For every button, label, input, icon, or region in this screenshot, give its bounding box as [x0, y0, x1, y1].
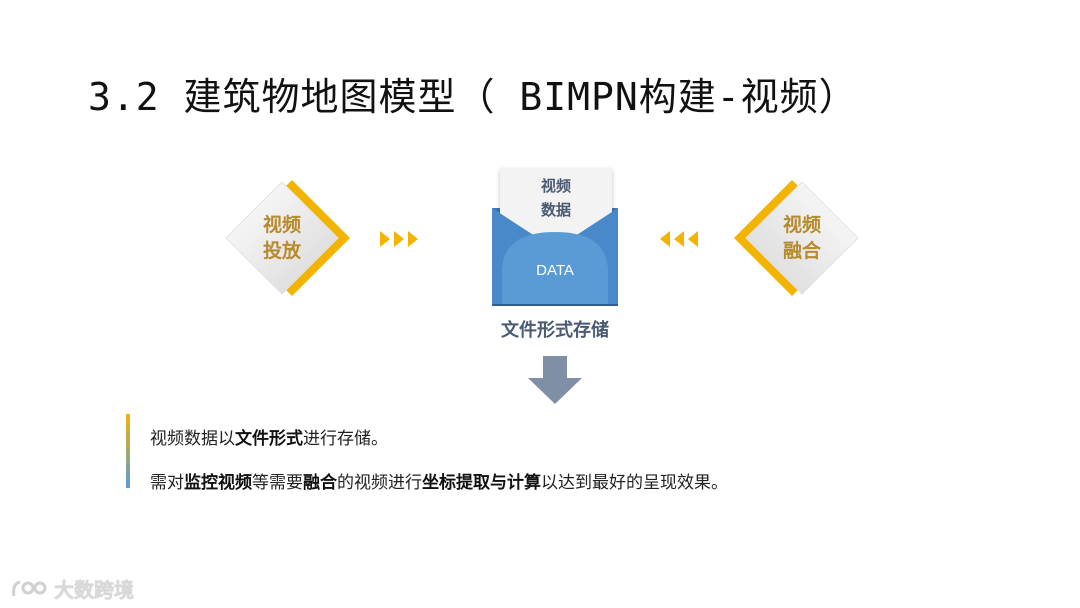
- envelope-front: [492, 208, 618, 304]
- arrow-right-icon: [408, 231, 418, 247]
- bullet-line-2: 需对监控视频等需要融合的视频进行坐标提取与计算以达到最好的呈现效果。: [150, 468, 728, 493]
- arrows-right: [380, 231, 418, 247]
- arrow-left-icon: [688, 231, 698, 247]
- bullet-text: 以达到最好的呈现效果。: [541, 473, 728, 493]
- data-envelope: 视频 数据 DATA: [490, 168, 620, 308]
- bullet-text: 等需要: [252, 473, 303, 493]
- video-delivery-node: 视频 投放: [216, 168, 356, 308]
- arrow-left-icon: [674, 231, 684, 247]
- right-node-line2: 融合: [782, 240, 821, 262]
- bullet-text: 需对: [150, 473, 184, 493]
- accent-bar: [126, 414, 130, 488]
- page-title: 3.2 建筑物地图模型（ BIMPN构建-视频）: [88, 75, 858, 119]
- right-node-line1: 视频: [782, 214, 821, 236]
- bullet-emphasis: 监控视频: [184, 473, 252, 493]
- bullet-text: 进行存储。: [303, 429, 388, 449]
- watermark: 大数跨境: [10, 574, 134, 603]
- bullet-text: 视频数据以: [150, 429, 235, 449]
- bullet-line-1: 视频数据以文件形式进行存储。: [150, 424, 388, 449]
- bullet-emphasis: 坐标提取与计算: [422, 473, 541, 493]
- watermark-logo-icon: [12, 580, 47, 596]
- left-node-line2: 投放: [262, 240, 301, 262]
- arrow-left-icon: [660, 231, 670, 247]
- watermark-text: 大数跨境: [54, 578, 134, 602]
- down-arrow-icon: [528, 356, 582, 404]
- envelope-card-line1: 视频: [540, 177, 571, 195]
- store-label: 文件形式存储: [501, 320, 609, 341]
- arrows-left: [660, 231, 698, 247]
- bullet-text: 的视频进行: [337, 473, 422, 493]
- video-fusion-node: 视频 融合: [728, 168, 868, 308]
- bullet-emphasis: 融合: [303, 473, 337, 493]
- arrow-right-icon: [380, 231, 390, 247]
- diamond-right-shape: [734, 180, 859, 296]
- envelope-data-label: DATA: [536, 262, 574, 279]
- bullet-emphasis: 文件形式: [235, 429, 303, 449]
- arrow-right-icon: [394, 231, 404, 247]
- diamond-left-shape: [225, 180, 350, 296]
- envelope-card-line2: 数据: [540, 201, 571, 219]
- left-node-line1: 视频: [262, 214, 301, 236]
